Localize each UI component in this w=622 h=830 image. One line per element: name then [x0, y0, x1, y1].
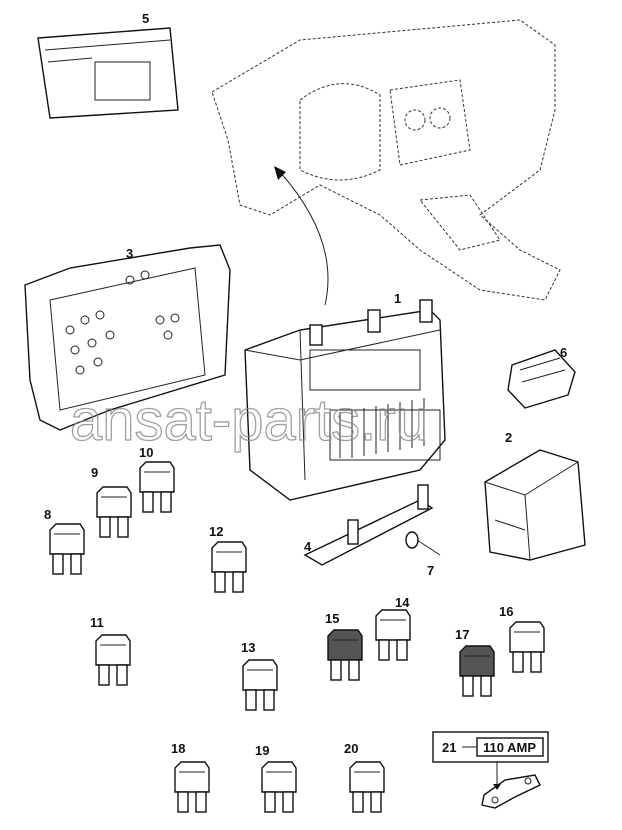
- part-3-cover: [24, 244, 231, 431]
- fuse-16: [509, 621, 545, 673]
- callout-19: 19: [255, 743, 269, 758]
- callout-2: 2: [505, 430, 512, 445]
- arrow-head-icon: [274, 166, 286, 180]
- callout-7: 7: [427, 563, 434, 578]
- fuse-10: [139, 461, 175, 513]
- fuse-18: [174, 761, 210, 813]
- callout-14: 14: [395, 595, 410, 610]
- callout-4: 4: [304, 539, 312, 554]
- callout-13: 13: [241, 640, 255, 655]
- callout-21: 21: [442, 740, 456, 755]
- callout-1: 1: [394, 291, 401, 306]
- fuse-20: [349, 761, 385, 813]
- fuse-14: [375, 609, 411, 661]
- fuse-17: [459, 645, 495, 697]
- callout-3: 3: [126, 246, 133, 261]
- callout-12: 12: [209, 524, 223, 539]
- part-4-bracket: [303, 484, 434, 566]
- fuse-12: [211, 541, 247, 593]
- callout-15: 15: [325, 611, 339, 626]
- part-5-module: [37, 27, 179, 119]
- fuse-11: [95, 634, 131, 686]
- fuse-15: [327, 629, 363, 681]
- part-21-strip-fuse: 21 110 AMP: [432, 731, 549, 809]
- fuse-8: [49, 523, 85, 575]
- callout-5: 5: [142, 11, 149, 26]
- watermark: ansat-parts.ru: [70, 388, 428, 453]
- location-arrow: [279, 171, 329, 306]
- dashboard-outline: [211, 19, 561, 301]
- part-6-connector: [507, 349, 576, 409]
- callout-8: 8: [44, 507, 51, 522]
- fuse-19: [261, 761, 297, 813]
- callout-20: 20: [344, 741, 358, 756]
- callout-6: 6: [560, 345, 567, 360]
- callout-9: 9: [91, 465, 98, 480]
- rating-label: 110 AMP: [483, 740, 536, 755]
- callout-18: 18: [171, 741, 185, 756]
- fuse-13: [242, 659, 278, 711]
- part-1-fuse-box: [244, 299, 446, 501]
- callout-10: 10: [139, 445, 153, 460]
- fuses: [49, 461, 545, 813]
- fuse-9: [96, 486, 132, 538]
- callout-16: 16: [499, 604, 513, 619]
- part-2-module: [484, 449, 586, 561]
- callout-17: 17: [455, 627, 469, 642]
- callout-11: 11: [90, 615, 104, 630]
- part-7-screw: [405, 531, 441, 556]
